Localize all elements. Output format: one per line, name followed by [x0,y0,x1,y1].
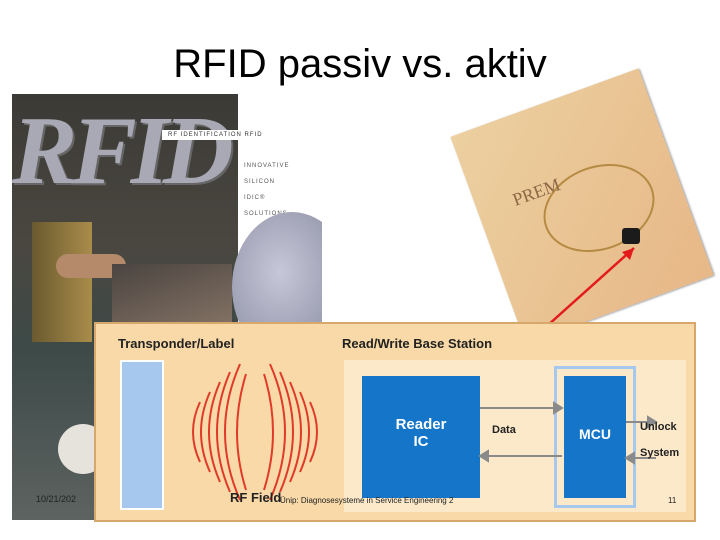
rfid-brochure-image: RFID RF IDENTIFICATION RFID INNOVATIVE S… [12,94,322,520]
unlock-system-label: Unlock System [640,414,679,466]
rf-field-label: RF Field [230,490,282,505]
brochure-list-item: INNOVATIVE SILICON [244,163,290,185]
brochure-bar [162,130,322,140]
brochure-list-item: SOLUTIONS [244,211,288,217]
page-number: 11 [668,496,677,505]
system-label: System [640,447,680,459]
ic-label: IC [413,433,429,450]
slide-title: RFID passiv vs. aktiv [173,42,547,86]
footer-course-title: Ünip: Diagnosesysteme in Service Enginee… [280,496,454,505]
reader-label: Reader [395,416,447,433]
reader-ic-block: Reader IC [362,376,480,498]
brochure-bar-text: RF IDENTIFICATION RFID [168,132,263,138]
brochure-list: INNOVATIVE SILICON IDIC® SOLUTIONS [244,158,322,222]
rfid-block-diagram: Transponder/Label Read/Write Base Statio… [94,322,696,522]
rf-field-waves [192,363,318,501]
unlock-label: Unlock [640,421,677,433]
brochure-list-item: IDIC® [244,195,266,201]
transponder-block [120,360,164,510]
base-station-heading: Read/Write Base Station [342,336,493,351]
footer-date: 10/21/202 [36,494,77,504]
brochure-door-photo [32,222,92,342]
data-label: Data [492,424,516,436]
transponder-heading: Transponder/Label [118,336,235,351]
brochure-logo: RFID [12,97,234,205]
card-chip [622,228,640,244]
mcu-outline [554,366,636,508]
mcu-block: MCU [564,376,626,498]
rfid-card-image: PREM [450,68,714,344]
data-arrows [478,401,658,465]
